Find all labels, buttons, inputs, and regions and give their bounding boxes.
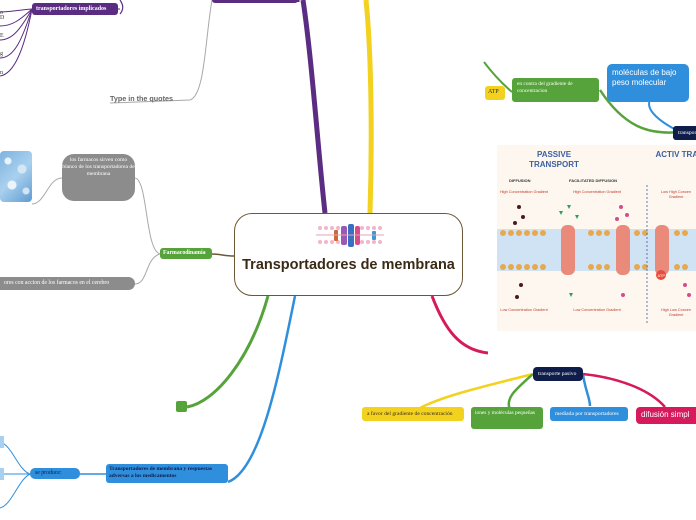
atp-node[interactable]: ATP <box>485 86 505 100</box>
partial-letter-2: D <box>0 15 5 21</box>
diagram-low-high: Low High Concen Gradient <box>661 190 691 199</box>
partial-letter-3: E <box>0 33 4 39</box>
diagram-low-1: Low Concentration Gradient <box>500 308 548 312</box>
diagram-drawing: ATP <box>497 185 696 325</box>
brain-drugs-node[interactable]: ores con accion de los farmacos en el ce… <box>0 277 135 290</box>
top-purple-node-edge[interactable] <box>212 0 298 3</box>
diagram-atp-tag: ATP <box>658 273 666 278</box>
active-transport-node[interactable]: transporte activo <box>673 126 696 140</box>
partial-letter-1: o <box>0 10 3 16</box>
partial-letter-4: g <box>0 51 3 57</box>
adverse-reactions-node[interactable]: Transportadores de membrana y respuestas… <box>106 464 228 483</box>
diagram-high-1: High Concentration Gradient <box>499 190 549 194</box>
farmacodinamia-node[interactable]: Farmacodinamia <box>160 248 212 259</box>
cut-node-1[interactable] <box>0 436 4 448</box>
simple-diffusion-node[interactable]: difusión simpl <box>636 407 696 424</box>
green-empty-node[interactable] <box>176 401 187 412</box>
quote-placeholder[interactable]: Type in the quotes <box>110 94 173 103</box>
central-title: Transportadores de membrana <box>242 257 455 273</box>
partial-letter-5: n <box>0 70 3 76</box>
membrane-illustration <box>316 224 384 247</box>
low-molecular-weight-node[interactable]: moléculas de bajo peso molecular <box>607 64 689 102</box>
pharma-bubble[interactable]: los farmacos sirven como blanco de los t… <box>62 154 135 201</box>
se-produce-node[interactable]: se produce: <box>30 468 80 479</box>
transport-diagram-image: PASSIVE TRANSPORT ACTIV TRANSP DIFFUSION… <box>497 145 696 331</box>
pills-image <box>0 151 32 202</box>
diagram-high-low: High Low Concen Gradient <box>661 308 691 317</box>
transporter-mediated-node[interactable]: mediada por transportadores <box>550 407 628 421</box>
down-gradient-node[interactable]: a favor del gradiente de concentración <box>362 407 464 421</box>
diagram-diffusion: DIFFUSION <box>509 178 531 183</box>
diagram-facilitated: FACILITATED DIFFUSION <box>569 178 618 183</box>
diagram-active-title: ACTIV TRANSP <box>655 150 696 159</box>
small-ions-node[interactable]: iones y moléculas pequeñas <box>471 407 543 429</box>
implicated-transporters-node[interactable]: transportadores implicados <box>32 3 118 15</box>
diagram-low-2: Low Concentration Gradient <box>573 308 621 312</box>
against-gradient-node[interactable]: en contra del gradiente de concentracion <box>512 78 599 102</box>
diagram-passive-title: PASSIVE TRANSPORT <box>529 150 579 169</box>
diagram-high-2: High Concentration Gradient <box>572 190 622 194</box>
cut-node-2[interactable] <box>0 468 4 480</box>
passive-transport-node[interactable]: transporte pasivo <box>533 367 583 381</box>
